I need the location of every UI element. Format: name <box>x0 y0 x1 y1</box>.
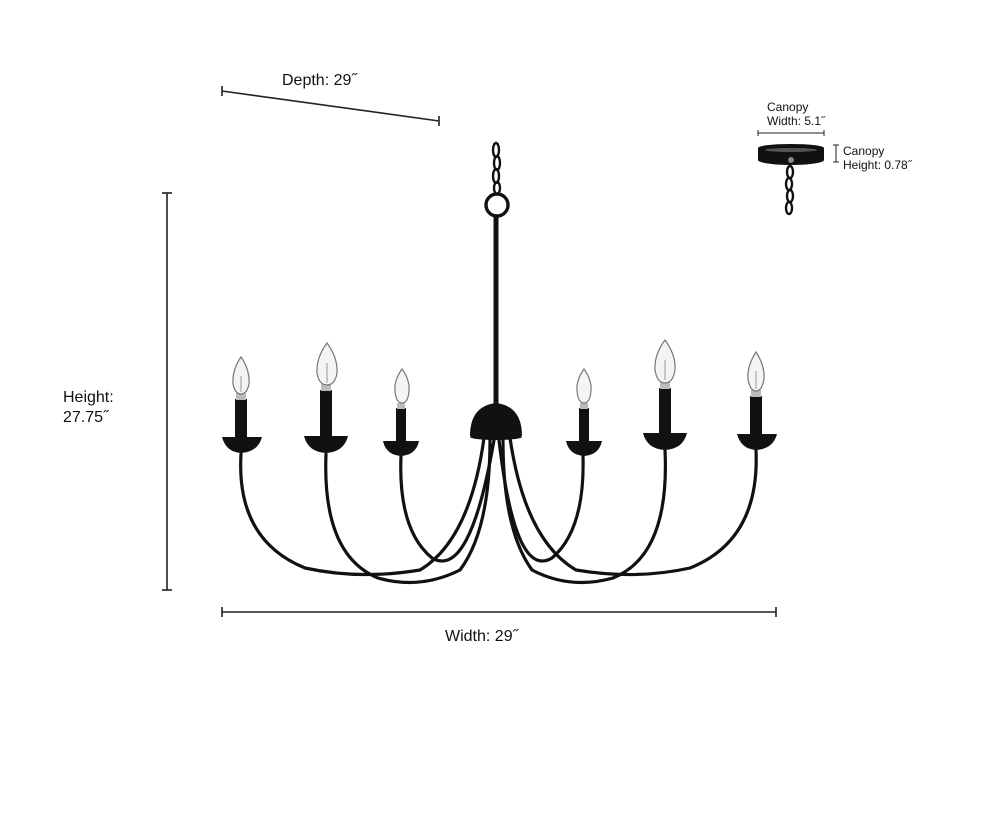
width-label: Width: 29˝ <box>445 628 518 645</box>
hanging-chain <box>484 141 510 218</box>
candle-3 <box>383 367 419 456</box>
height-label: Height: 27.75˝ <box>63 388 114 428</box>
canopy-width-label-value: Width: 5.1˝ <box>767 114 826 128</box>
candle-5 <box>643 338 687 450</box>
canopy-height-dimension-line <box>833 144 839 163</box>
canopy-width-label: Canopy Width: 5.1˝ <box>767 100 825 128</box>
height-label-title: Height: <box>63 389 114 406</box>
canopy-width-label-title: Canopy <box>767 100 809 114</box>
candle-6 <box>737 350 777 450</box>
depth-label: Depth: 29˝ <box>282 72 357 89</box>
candle-1 <box>222 355 262 453</box>
center-dome <box>470 403 522 436</box>
depth-dimension-line <box>221 86 440 126</box>
candle-2 <box>304 341 348 453</box>
canopy-height-label: Canopy Height: 0.78˝ <box>843 144 912 172</box>
canopy-height-label-value: Height: 0.78˝ <box>843 158 912 172</box>
canopy-width-dimension-line <box>757 130 825 136</box>
candle-4 <box>566 367 602 456</box>
chandelier-arms <box>239 436 758 585</box>
canopy-detail <box>758 144 824 216</box>
height-dimension-line <box>162 192 172 591</box>
height-label-value: 27.75˝ <box>63 409 109 426</box>
canopy-height-label-title: Canopy <box>843 144 885 158</box>
width-dimension-line <box>221 607 777 617</box>
